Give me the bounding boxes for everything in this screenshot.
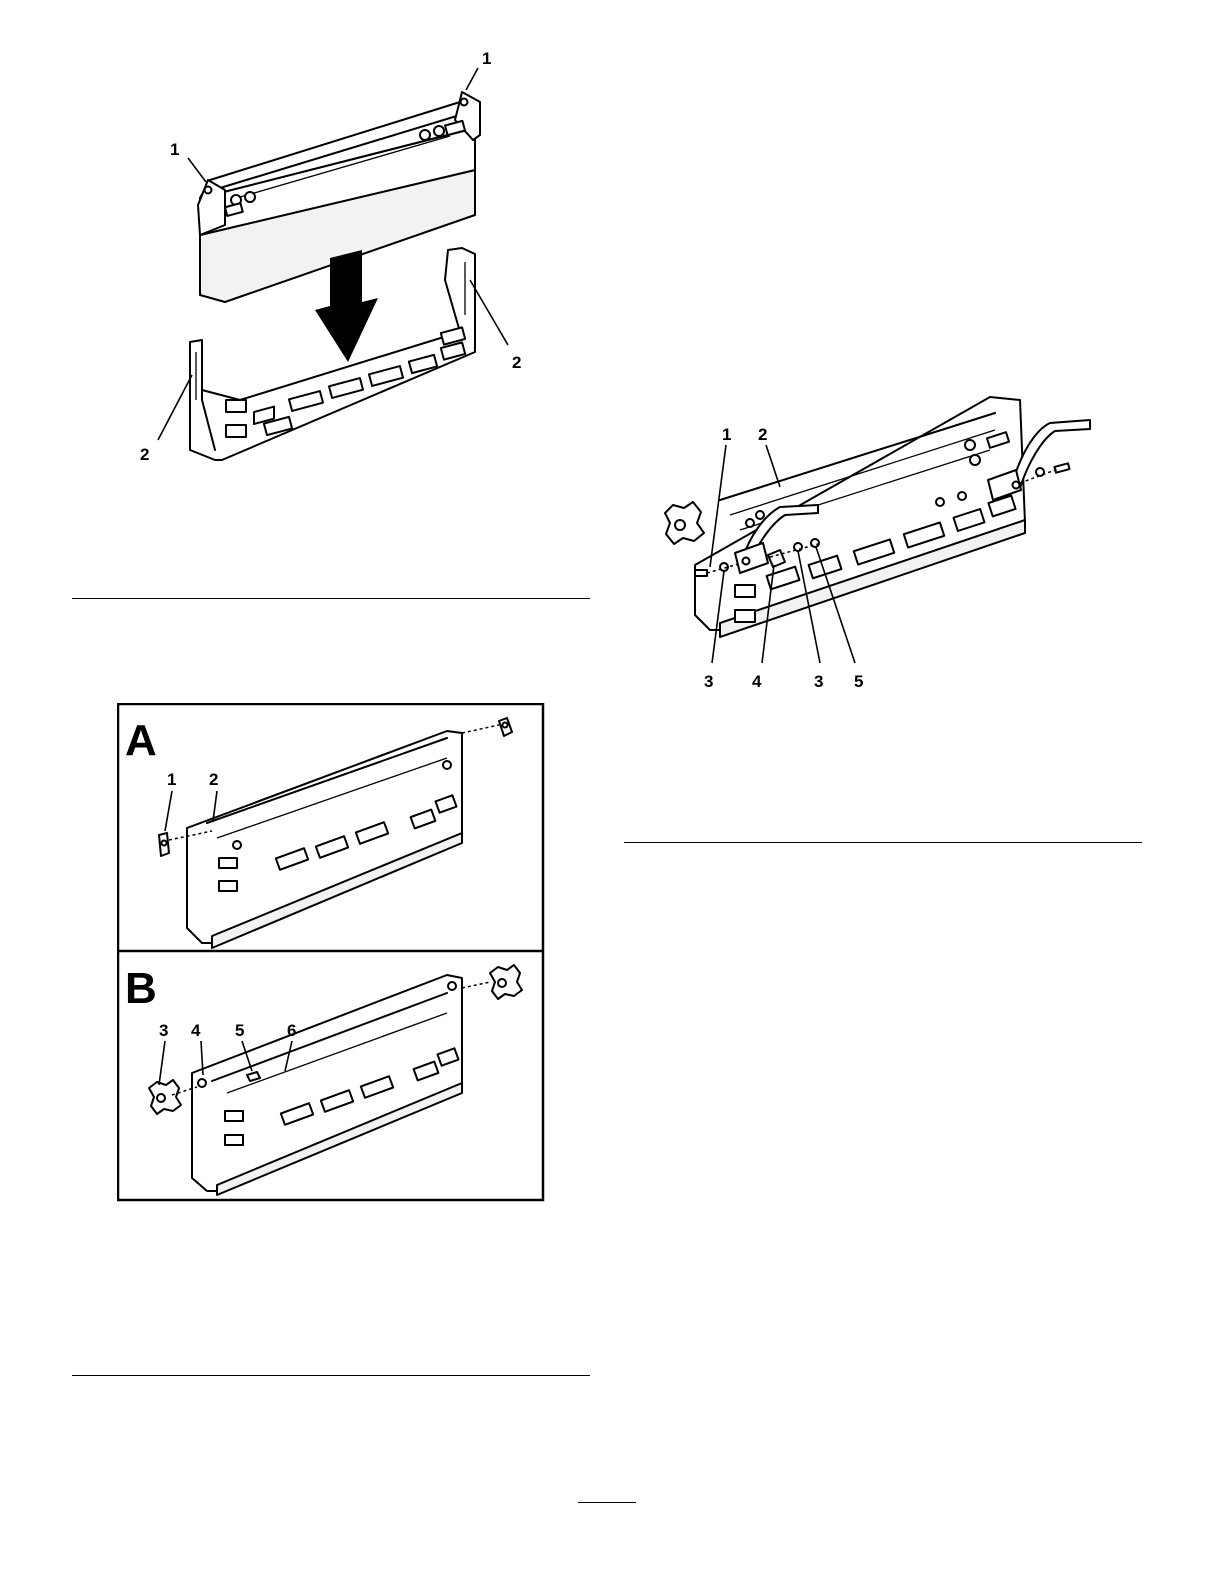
knob-icon bbox=[149, 1080, 181, 1114]
panel-letter: B bbox=[125, 964, 157, 1013]
section-divider bbox=[72, 1375, 590, 1376]
callout-label: 2 bbox=[209, 770, 218, 789]
section-divider bbox=[624, 842, 1142, 843]
callout-label: 1 bbox=[167, 770, 176, 789]
callout-label: 2 bbox=[140, 445, 149, 464]
panel-letter: A bbox=[125, 716, 157, 765]
callout-label: 1 bbox=[722, 425, 731, 444]
callout-label: 6 bbox=[287, 1021, 296, 1040]
callout-label: 1 bbox=[170, 140, 179, 159]
knob-icon bbox=[665, 502, 704, 544]
knob-icon bbox=[490, 965, 522, 999]
frame-drawing bbox=[695, 397, 1025, 637]
callout-label: 2 bbox=[512, 353, 521, 372]
callout-label: 3 bbox=[814, 672, 823, 691]
figure-2-illustration: A 1 2 B bbox=[117, 703, 545, 1203]
bracket-icon bbox=[159, 833, 169, 856]
page-number-rule bbox=[578, 1502, 636, 1503]
callout-label: 1 bbox=[482, 49, 491, 68]
callout-label: 3 bbox=[704, 672, 713, 691]
callout-label: 4 bbox=[752, 672, 762, 691]
figure-3-illustration: 1 2 3 4 3 5 bbox=[650, 385, 1130, 695]
figure-1-illustration: 1 1 2 2 bbox=[130, 40, 550, 480]
callout-label: 3 bbox=[159, 1021, 168, 1040]
callout-label: 5 bbox=[854, 672, 863, 691]
callout-label: 5 bbox=[235, 1021, 244, 1040]
callout-label: 4 bbox=[191, 1021, 201, 1040]
section-divider bbox=[72, 598, 590, 599]
callout-label: 2 bbox=[758, 425, 767, 444]
